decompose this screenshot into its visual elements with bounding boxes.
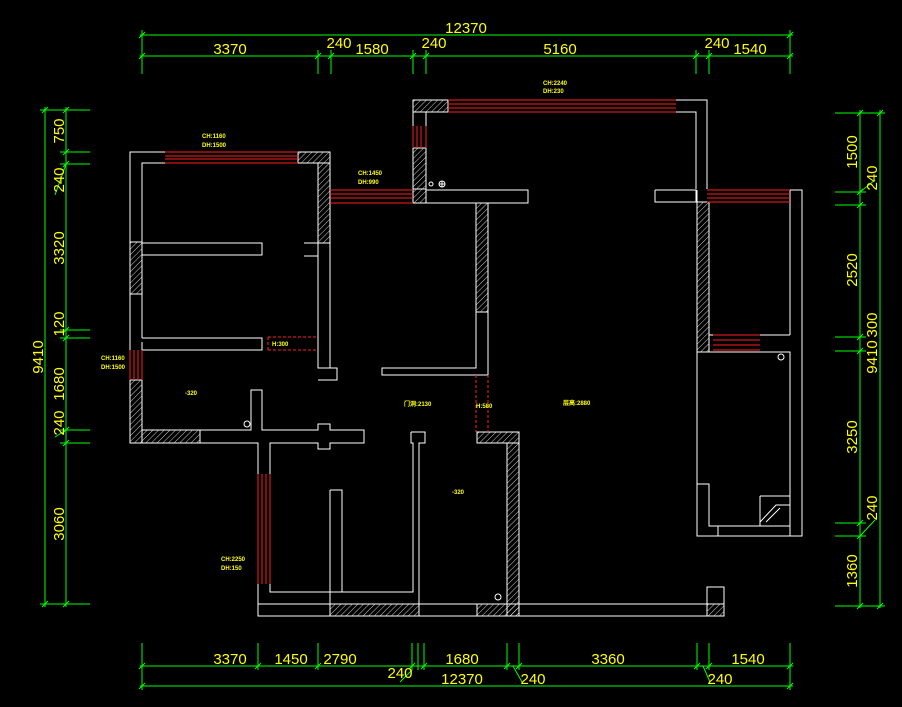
dim-right-seg3: 2520 [844, 253, 861, 286]
dim-left-seg7: 3060 [51, 507, 68, 540]
win-left-ch: CH:1160 [101, 356, 125, 362]
window-mid-vertical [412, 126, 427, 148]
win-mid-ch: CH:1450 [358, 171, 383, 177]
dim-top-total: 12370 [445, 20, 487, 37]
win-top-left-dh: DH:1500 [202, 143, 227, 149]
dim-top-seg1: 3370 [213, 41, 246, 58]
fixture-symbols [243, 180, 785, 601]
dim-left-seg6: 240 [51, 410, 68, 435]
beam-height-1: H:300 [272, 342, 289, 348]
dim-right-seg4: 300 [864, 312, 881, 337]
right-dimensions: 1500 240 2520 300 9410 3250 240 1360 [835, 109, 885, 610]
dim-right-total: 9410 [864, 340, 881, 373]
win-bottom-left-dh: DH:150 [221, 566, 242, 572]
concrete-walls [129, 99, 725, 617]
dim-right-seg5: 3250 [844, 420, 861, 453]
window-top-left [165, 151, 298, 164]
floor-level-1: -320 [185, 391, 198, 397]
dim-bottom-seg6: 240 [520, 671, 545, 688]
window-mid [330, 189, 413, 204]
dim-bottom-seg9: 1540 [731, 651, 764, 668]
window-bottom-left [257, 474, 271, 584]
win-left-dh: DH:1500 [101, 365, 126, 371]
beam-height-2: H:580 [476, 404, 493, 410]
dim-top-seg6: 240 [704, 35, 729, 52]
dim-top-seg3: 1580 [355, 41, 388, 58]
dim-bottom-seg1: 3370 [213, 651, 246, 668]
top-dimensions: 12370 3370 240 1580 240 5160 240 1540 [138, 20, 794, 74]
walls [129, 99, 803, 617]
dim-bottom-seg3: 2790 [323, 651, 356, 668]
window-top-right [448, 99, 676, 113]
dim-right-seg6: 240 [864, 495, 881, 520]
window-left [129, 350, 143, 380]
dim-bottom-seg7: 3360 [591, 651, 624, 668]
door-height-label: 门洞:2130 [404, 400, 432, 408]
win-top-right-ch: CH:2240 [543, 81, 568, 87]
win-top-right-dh: DH:230 [543, 89, 564, 95]
dim-bottom-seg5: 1680 [445, 651, 478, 668]
dim-right-seg7: 1360 [844, 554, 861, 587]
dim-bottom-seg2: 1450 [274, 651, 307, 668]
dim-left-seg5: 1680 [51, 367, 68, 400]
dim-left-total: 9410 [30, 340, 47, 373]
windows [129, 99, 790, 584]
annotations: CH:1160 DH:1500 CH:2240 DH:230 CH:1450 D… [101, 81, 591, 572]
ceiling-height-label: 层高:2880 [563, 399, 591, 407]
dim-top-seg2: 240 [326, 35, 351, 52]
dim-left-seg1: 750 [51, 118, 68, 143]
dim-right-seg1: 1500 [844, 135, 861, 168]
dim-bottom-seg8: 240 [707, 671, 732, 688]
floor-level-2: -320 [452, 490, 465, 496]
bottom-dimensions: 3370 1450 2790 240 1680 240 3360 240 154… [138, 643, 794, 690]
dim-top-seg4: 240 [421, 35, 446, 52]
drain-icon [428, 181, 434, 187]
dim-left-seg2: 240 [51, 167, 68, 192]
beam-dashed-2 [475, 375, 489, 432]
dim-left-seg3: 3320 [51, 231, 68, 264]
dim-top-seg5: 5160 [543, 41, 576, 58]
win-mid-dh: DH:990 [358, 180, 379, 186]
win-bottom-left-ch: CH:2250 [221, 557, 246, 563]
window-right-lower [713, 334, 760, 351]
left-dimensions: 9410 750 240 3320 120 1680 240 3060 [30, 106, 90, 608]
beam-dashed-1 [267, 336, 318, 351]
drain-icon [243, 420, 251, 428]
dim-bottom-seg4: 240 [387, 665, 412, 682]
dim-top-seg7: 1540 [733, 41, 766, 58]
window-right [707, 189, 790, 203]
dim-left-seg4: 120 [51, 311, 68, 336]
dim-right-seg2: 240 [864, 165, 881, 190]
drain-icon [494, 593, 502, 601]
win-top-left-ch: CH:1160 [202, 134, 226, 140]
dim-bottom-total: 12370 [441, 671, 483, 688]
drain-icon [777, 353, 785, 361]
